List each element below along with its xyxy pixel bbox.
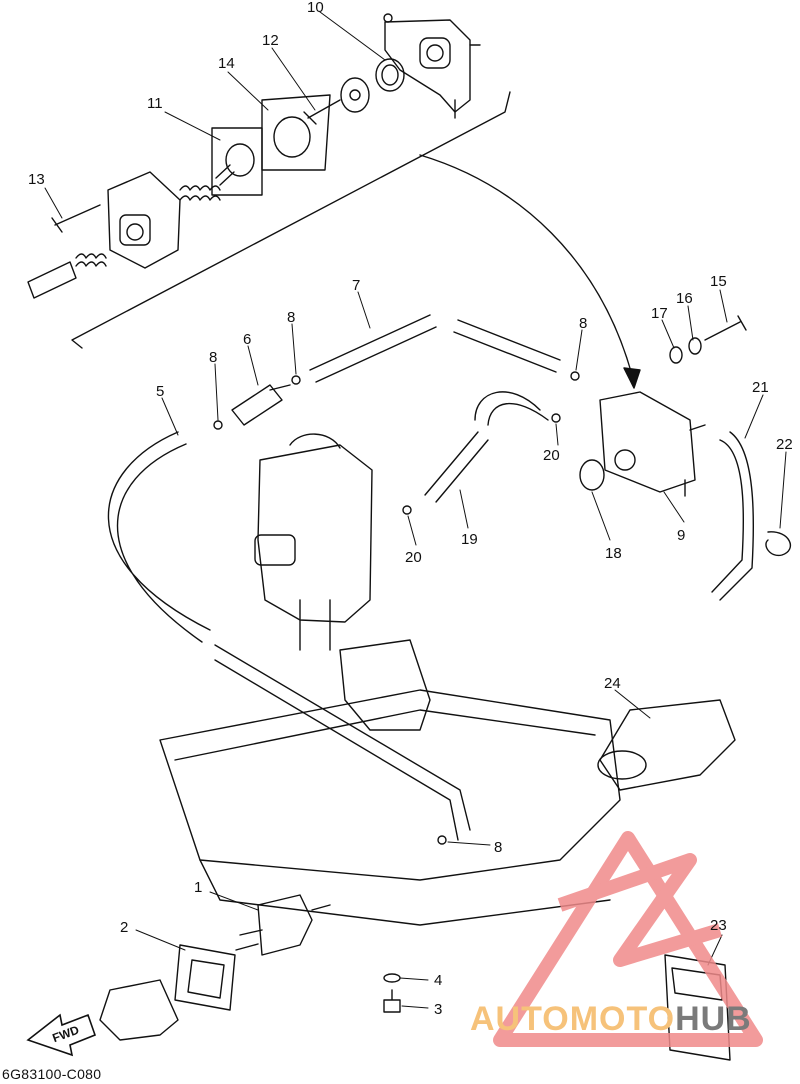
callout-6: 6 [243,331,251,348]
bottom-cowling [160,690,620,880]
assembly-arrow-head [624,368,640,388]
part-17-washer [670,347,682,363]
callout-22: 22 [776,436,793,453]
assembly-arrow [420,155,632,375]
fuel-joint [100,980,178,1040]
part-19-hose [425,432,488,502]
clip-20-b [403,506,411,514]
fwd-arrow: FWD [28,1015,95,1055]
watermark-logo [500,838,756,1040]
callout-16: 16 [676,290,693,307]
part-10-pump-cover [384,14,480,118]
callout-17: 17 [651,305,668,322]
part-7-hose-left [310,315,436,382]
callout-12: 12 [262,32,279,49]
callout-19: 19 [461,531,478,548]
bracket [340,640,430,730]
clip-20-a [552,414,560,422]
carburetor [255,434,372,650]
callout-7: 7 [352,277,360,294]
part-18-oring [580,460,604,490]
callout-1: 1 [194,879,202,896]
callout-20-right: 20 [543,447,560,464]
callout-23: 23 [710,917,727,934]
part-5-hose [108,432,210,642]
part-12-screw [304,100,340,124]
clip-8-b [292,376,300,384]
callout-15: 15 [710,273,727,290]
part-7-hose-right [454,320,560,372]
part-14-gasket [262,95,330,170]
spring-upper [180,186,220,190]
clip-8-c [571,372,579,380]
callout-8-upper: 8 [287,309,295,326]
watermark-text: AUTOMOTOHUB [470,1000,752,1039]
part-6-filter [232,385,282,425]
callout-8-left: 8 [209,349,217,366]
callout-11: 11 [147,95,163,112]
lower-hose [215,645,470,840]
part-22-clip [766,532,790,556]
watermark-text-main: AUTOMOTO [470,1000,676,1038]
part-4-washer [384,974,400,982]
clip-8-a [214,421,222,429]
callout-8-right: 8 [579,315,587,332]
part-16-washer [689,338,701,354]
part-13-screw [52,205,100,232]
part-10-diaphragm [376,59,404,91]
callout-2: 2 [120,919,128,936]
clip-8-d [438,836,446,844]
part-9-fuel-pump [600,392,705,496]
callout-20-center: 20 [405,549,422,566]
callout-10: 10 [307,0,324,16]
part-12-disc [341,78,369,112]
spring-lower [76,254,106,258]
part-2-gasket [175,945,235,1010]
callout-3: 3 [434,1001,442,1018]
callout-5: 5 [156,383,164,400]
callout-9: 9 [677,527,685,544]
callout-18: 18 [605,545,622,562]
callout-8-lower: 8 [494,839,502,856]
watermark-text-hub: HUB [675,1000,752,1038]
callout-4: 4 [434,972,442,989]
upper-bend-hose [475,392,548,425]
part-11-plate [212,128,262,195]
diagram-code: 6G83100-C080 [2,1066,102,1082]
part-1-connector [236,895,330,955]
part-24-silencer [598,700,735,790]
callout-21: 21 [752,379,769,396]
part-15-bolt [705,316,746,340]
part-21-hose [712,432,753,600]
callout-14: 14 [218,55,235,72]
callout-13: 13 [28,171,45,188]
part-3-screw [384,990,400,1012]
callout-24: 24 [604,675,621,692]
inset-boundary [72,92,510,348]
pump-body-inset [108,172,180,268]
check-valve-fitting [28,262,76,298]
